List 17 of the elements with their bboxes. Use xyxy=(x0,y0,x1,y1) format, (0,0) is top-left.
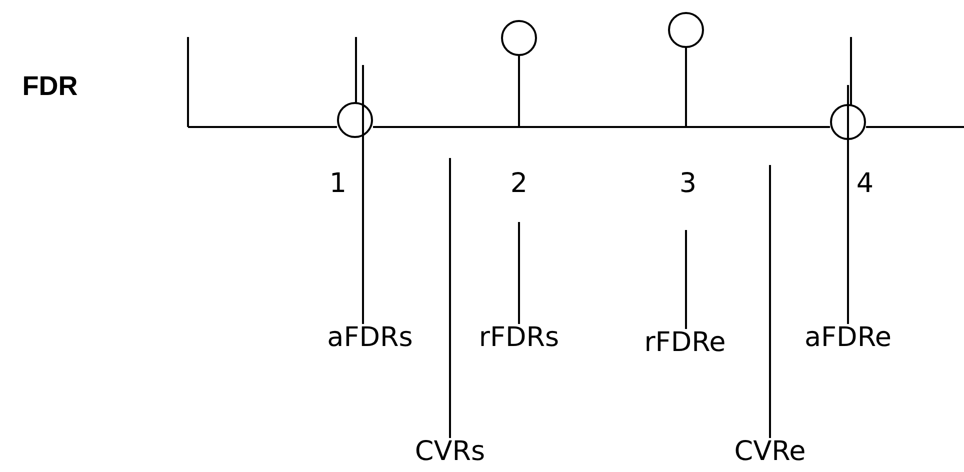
leader-line xyxy=(518,222,520,324)
term-label: CVRs xyxy=(414,436,486,468)
position-number: 3 xyxy=(679,168,697,200)
position-number: 4 xyxy=(856,168,874,200)
leader-line xyxy=(847,85,849,324)
term-label: rFDRe xyxy=(644,327,726,359)
term-label: aFDRe xyxy=(804,322,892,354)
term-label: CVRe xyxy=(734,436,806,468)
axis-title: FDR xyxy=(22,70,78,102)
term-label: rFDRs xyxy=(478,322,560,354)
leader-line xyxy=(685,230,687,329)
leader-line xyxy=(769,165,771,438)
leader-line xyxy=(362,65,364,324)
position-number: 2 xyxy=(510,168,528,200)
leader-line xyxy=(449,158,451,438)
position-number: 1 xyxy=(329,168,347,200)
term-label: aFDRs xyxy=(327,322,413,354)
